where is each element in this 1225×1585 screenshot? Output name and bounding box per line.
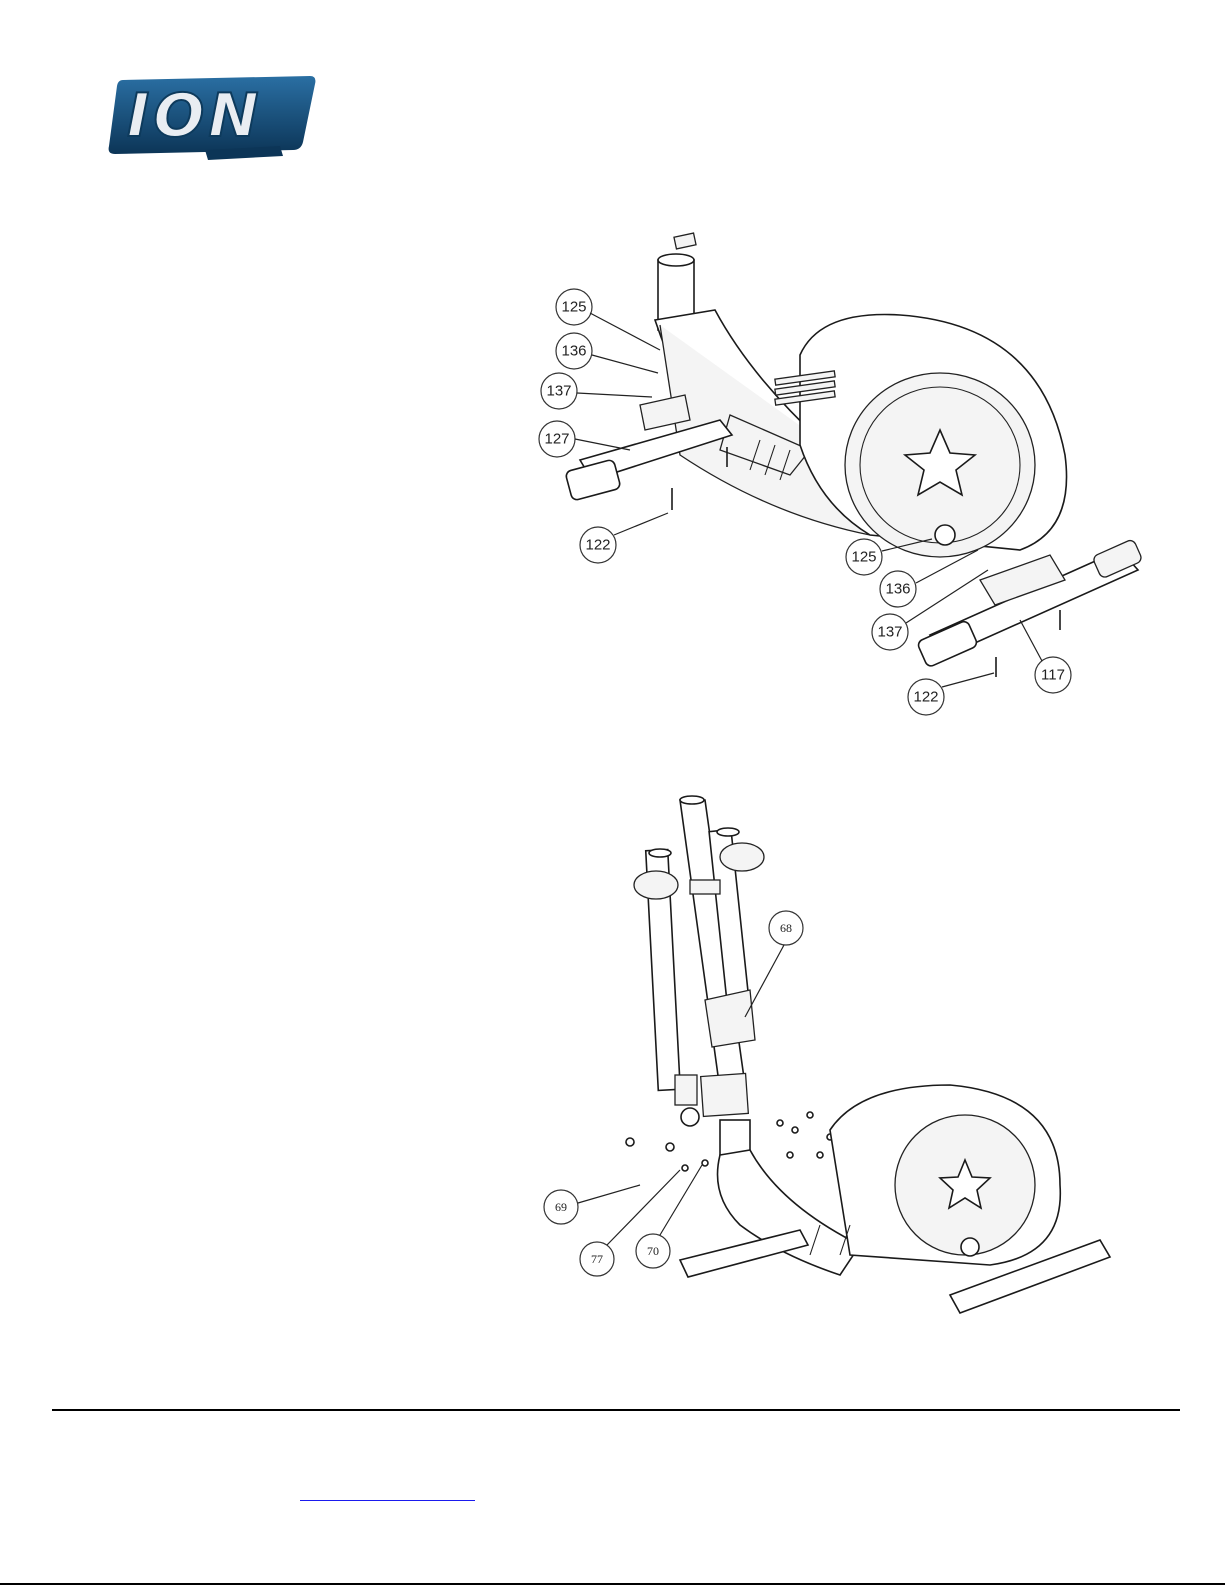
svg-text:122: 122 (585, 537, 610, 554)
svg-text:137: 137 (877, 624, 902, 641)
svg-text:125: 125 (851, 549, 876, 566)
callout-127: 127 (539, 421, 575, 457)
logo-text: ION (127, 81, 263, 151)
callout-70: 70 (636, 1234, 670, 1268)
pivot-cover (705, 990, 755, 1047)
callout-125-front: 125 (556, 289, 592, 325)
svg-text:136: 136 (885, 581, 910, 598)
diagram-stabilizer-assembly: 125 136 137 127 122 125 136 137 122 117 (520, 225, 1180, 725)
callout-68: 68 (769, 911, 803, 945)
callout-136-front: 136 (556, 333, 592, 369)
diagram-upright-assembly: 68 69 77 70 (480, 785, 1200, 1325)
svg-text:137: 137 (546, 383, 571, 400)
svg-text:69: 69 (555, 1200, 567, 1214)
svg-text:117: 117 (1041, 667, 1065, 684)
svg-text:77: 77 (591, 1252, 603, 1266)
svg-text:127: 127 (544, 431, 569, 448)
svg-text:136: 136 (561, 343, 586, 360)
footer-link[interactable] (300, 1482, 475, 1501)
callout-125-rear: 125 (846, 539, 882, 575)
svg-text:122: 122 (913, 689, 938, 706)
callout-137-front: 137 (541, 373, 577, 409)
callout-136-rear: 136 (880, 571, 916, 607)
ion-logo: ION (105, 72, 320, 162)
svg-text:70: 70 (647, 1244, 659, 1258)
footer-rule (52, 1409, 1180, 1411)
callout-137-rear: 137 (872, 614, 908, 650)
callout-69: 69 (544, 1190, 578, 1224)
callout-122-rear: 122 (908, 679, 944, 715)
svg-text:125: 125 (561, 299, 586, 316)
svg-text:68: 68 (780, 921, 792, 935)
callout-122-front: 122 (580, 527, 616, 563)
callout-77: 77 (580, 1242, 614, 1276)
callout-117: 117 (1035, 657, 1071, 693)
